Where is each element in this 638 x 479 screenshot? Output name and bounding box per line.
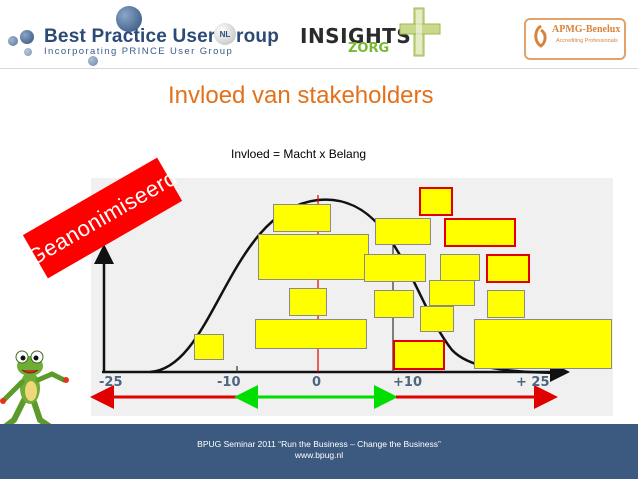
bell-curve bbox=[149, 198, 561, 375]
stakeholder-box bbox=[255, 319, 367, 349]
stakeholder-box bbox=[440, 254, 480, 281]
tick-label: -10 bbox=[217, 375, 241, 390]
tick-label: -25 bbox=[99, 375, 123, 390]
stakeholder-box bbox=[429, 280, 475, 306]
stakeholder-box bbox=[486, 254, 530, 283]
tick-label: +10 bbox=[393, 375, 422, 390]
stakeholder-box bbox=[289, 288, 327, 316]
insights-logo-sub: ZORG bbox=[348, 41, 390, 56]
stakeholder-box bbox=[374, 290, 414, 318]
formula-text: Invloed = Macht x Belang bbox=[231, 147, 367, 161]
stakeholder-box bbox=[194, 334, 224, 360]
apmg-logo-tagline: Accrediting Professionals bbox=[556, 38, 618, 44]
stakeholder-box bbox=[487, 290, 525, 318]
stakeholder-box bbox=[375, 218, 431, 245]
stakeholder-box bbox=[364, 254, 426, 282]
nl-badge: NL bbox=[214, 23, 236, 45]
footer-seminar-text: BPUG Seminar 2011 “Run the Business – Ch… bbox=[197, 439, 441, 449]
apmg-logo bbox=[524, 18, 626, 60]
insights-logo-word: INSIGHTS bbox=[300, 24, 412, 48]
stakeholder-box bbox=[420, 306, 454, 332]
diagram-background bbox=[91, 178, 613, 416]
stakeholder-box bbox=[258, 234, 369, 280]
tick-label: 0 bbox=[312, 375, 322, 390]
apmg-logo-name: APMG-Benelux bbox=[552, 24, 621, 35]
slide-title: Invloed van stakeholders bbox=[168, 82, 434, 109]
stakeholder-box bbox=[273, 204, 331, 232]
stakeholder-box bbox=[444, 218, 516, 247]
stakeholder-box bbox=[393, 340, 445, 370]
tick-label: + 25 bbox=[516, 375, 550, 390]
stakeholder-box bbox=[419, 187, 453, 216]
header-divider bbox=[0, 68, 638, 69]
stakeholder-box bbox=[474, 319, 612, 369]
apmg-swirl-icon bbox=[534, 24, 547, 48]
footer-url-link[interactable]: www.bpug.nl bbox=[294, 450, 344, 460]
footer-bar bbox=[0, 424, 638, 479]
bpug-logo-subtitle: Incorporating PRINCE User Group bbox=[44, 46, 234, 57]
insights-cross-icon bbox=[399, 7, 441, 57]
frog-illustration bbox=[0, 350, 69, 432]
bpug-logo-mark bbox=[0, 0, 142, 70]
